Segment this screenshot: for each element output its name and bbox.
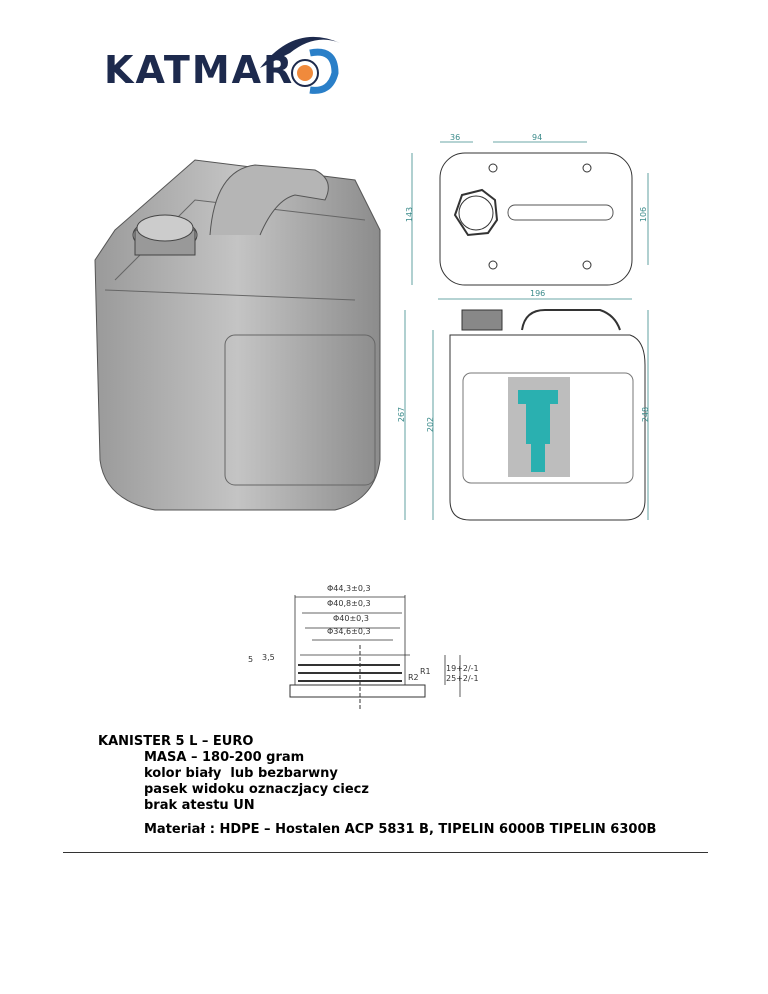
spec-color: kolor biały lub bezbarwny — [144, 766, 338, 781]
neck-thread-drawing — [289, 595, 461, 710]
spec-mass: MASA – 180-200 gram — [144, 750, 305, 765]
spec-un-approval: brak atestu UN — [144, 798, 255, 813]
dim-d40: Φ40±0,3 — [333, 614, 369, 623]
spec-level-strip: pasek widoku oznaczjacy ciecz — [144, 782, 369, 797]
spec-material: Materiał : HDPE – Hostalen ACP 5831 B, T… — [144, 822, 657, 837]
dim-202: 202 — [426, 416, 436, 433]
dim-d44-3: Φ44,3±0,3 — [327, 584, 371, 593]
dim-248: 248 — [641, 406, 651, 423]
dim-94: 94 — [532, 133, 543, 142]
dim-3-5: 3,5 — [262, 653, 275, 662]
dim-d40-8: Φ40,8±0,3 — [327, 599, 371, 608]
dim-r1: R1 — [420, 667, 431, 676]
katmar-logo: KATMAR — [104, 48, 295, 92]
dim-5: 5 — [248, 655, 254, 664]
dim-d34-6: Φ34,6±0,3 — [327, 627, 371, 636]
divider — [63, 852, 708, 853]
canister-3d-render — [94, 159, 381, 511]
dim-106: 106 — [639, 206, 649, 223]
top-view-drawing — [411, 141, 649, 300]
side-view-drawing — [404, 309, 649, 521]
dim-r2: R2 — [408, 673, 419, 682]
dim-267: 267 — [397, 406, 407, 423]
dim-143: 143 — [405, 206, 415, 223]
logo-swoosh-icon — [260, 36, 340, 94]
dim-25: 25+2/-1 — [446, 674, 479, 683]
dim-19: 19+2/-1 — [446, 664, 479, 673]
dim-36: 36 — [450, 133, 461, 142]
product-title: KANISTER 5 L – EURO — [98, 734, 254, 749]
dim-196: 196 — [530, 289, 546, 298]
